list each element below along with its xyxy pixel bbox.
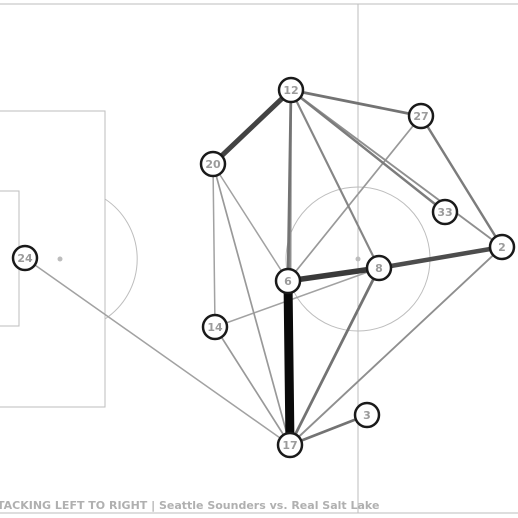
player-number-label: 33 (437, 206, 452, 219)
player-node-circle (201, 313, 229, 341)
player-node-12: 12 (277, 76, 305, 104)
pass-line-p27-p2 (419, 114, 504, 249)
player-node-3: 3 (353, 401, 381, 429)
player-node-circle (365, 254, 393, 282)
penalty-spot (57, 256, 63, 262)
pass-line-p6-p17 (283, 276, 295, 450)
player-number-label: 14 (207, 321, 223, 334)
player-node-24: 24 (11, 244, 39, 272)
player-node-20: 20 (199, 150, 227, 178)
pass-line-p8-p2 (376, 244, 505, 271)
pass-line-p8-p17 (288, 266, 381, 447)
player-node-2: 2 (488, 233, 516, 261)
pass-line-p27-p6 (287, 115, 422, 282)
player-number-label: 6 (284, 275, 292, 288)
player-node-circle (276, 431, 304, 459)
pass-line-p12-p6 (286, 88, 293, 283)
player-node-circle (353, 401, 381, 429)
pass-line-p12-p2 (290, 89, 503, 248)
center-spot (355, 256, 361, 262)
player-node-6: 6 (274, 267, 302, 295)
player-node-circle (431, 198, 459, 226)
player-node-circle (11, 244, 39, 272)
caption: TACKING LEFT TO RIGHT | Seattle Sounders… (0, 499, 379, 512)
pass-line-p6-p8 (285, 265, 382, 284)
pass-line-p14-p8 (214, 267, 380, 328)
player-number-label: 3 (363, 409, 371, 422)
pass-lines (24, 87, 505, 450)
pass-line-p20-p17 (212, 163, 291, 446)
player-number-label: 12 (283, 84, 298, 97)
player-node-27: 27 (407, 102, 435, 130)
pass-line-p20-p14 (212, 163, 216, 328)
pass-line-p2-p17 (289, 246, 503, 446)
pass-line-p24-p17 (24, 257, 291, 446)
pass-line-p20-p6 (212, 163, 289, 282)
pass-line-p12-p8 (289, 88, 381, 270)
player-number-label: 2 (498, 241, 506, 254)
pass-line-p3-p17 (288, 413, 369, 447)
player-node-14: 14 (201, 313, 229, 341)
player-node-17: 17 (276, 431, 304, 459)
player-number-label: 20 (205, 158, 221, 171)
pitch-markings (0, 3, 518, 514)
player-node-circle (277, 76, 305, 104)
player-number-label: 17 (282, 439, 297, 452)
player-number-label: 27 (413, 110, 428, 123)
player-node-circle (199, 150, 227, 178)
player-number-label: 24 (17, 252, 33, 265)
player-nodes: 12 27 20 33 2 24 6 8 14 3 17 (11, 76, 516, 459)
player-node-33: 33 (431, 198, 459, 226)
player-node-circle (274, 267, 302, 295)
player-number-label: 8 (375, 262, 383, 275)
player-node-circle (407, 102, 435, 130)
player-node-circle (488, 233, 516, 261)
player-node-8: 8 (365, 254, 393, 282)
penalty-box (0, 110, 106, 408)
penalty-arc (104, 198, 138, 320)
pass-line-p12-p20 (210, 87, 294, 167)
pass-line-p12-p27 (289, 88, 423, 118)
pass-line-p12-p33 (289, 88, 447, 214)
pass-line-p14-p17 (214, 326, 291, 446)
